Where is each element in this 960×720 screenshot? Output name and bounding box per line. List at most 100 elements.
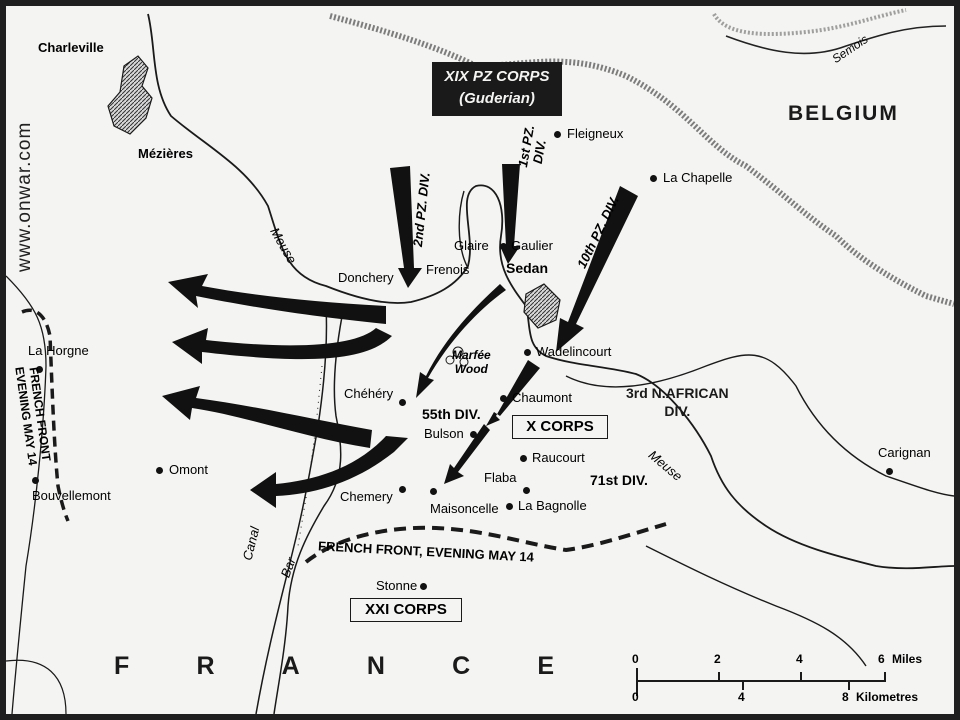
town-dot bbox=[524, 349, 531, 356]
african-div-line2: DIV. bbox=[664, 403, 691, 419]
x-corps-label: X CORPS bbox=[526, 418, 594, 435]
town-la-bagnolle-name: La Bagnolle bbox=[518, 498, 587, 513]
town-chehery-name: Chéhéry bbox=[344, 386, 394, 401]
town-la-horgne: La Horgne bbox=[28, 342, 89, 378]
town-dot bbox=[156, 467, 163, 474]
arrow-west-2 bbox=[172, 328, 392, 364]
town-bouvellemont: Bouvellemont bbox=[32, 472, 111, 504]
town-sedan: Sedan bbox=[506, 260, 549, 276]
south-border-line bbox=[6, 659, 67, 714]
xix-pz-corps-commander: (Guderian) bbox=[459, 90, 535, 107]
xxi-corps-label: XXI CORPS bbox=[365, 601, 447, 618]
watermark: www.onwar.com bbox=[14, 121, 35, 272]
arrow-1st-pz-div bbox=[500, 164, 520, 264]
town-dot bbox=[554, 131, 561, 138]
african-div-label: 3rd N.AFRICAN DIV. bbox=[626, 384, 729, 420]
town-chaumont-name: Chaumont bbox=[512, 390, 572, 405]
arrow-maisoncelle-thin bbox=[444, 424, 490, 484]
railway bbox=[297, 365, 323, 547]
x-corps-box: X CORPS bbox=[512, 415, 608, 439]
scale-line bbox=[636, 680, 886, 682]
scale-tick bbox=[884, 672, 886, 680]
km-tick-label: 0 bbox=[632, 690, 639, 704]
miles-unit: Miles bbox=[892, 652, 923, 666]
town-stonne-name: Stonne bbox=[376, 578, 418, 593]
town-la-chapelle-name: La Chapelle bbox=[663, 170, 733, 185]
km-unit: Kilometres bbox=[856, 690, 919, 704]
france-letter: A bbox=[281, 652, 300, 680]
sedan-battle-map bbox=[6, 8, 954, 714]
km-scale: 0 4 8 Kilometres bbox=[630, 690, 950, 710]
town-raucourt: Raucourt bbox=[520, 450, 585, 465]
river-meuse-south: Meuse bbox=[645, 447, 686, 484]
arrow-10th-pz-div bbox=[556, 186, 638, 352]
miles-scale: 0 2 4 6 Miles bbox=[630, 652, 950, 672]
town-carignan-name: Carignan bbox=[878, 445, 931, 460]
town-glaire: Glaire bbox=[454, 238, 489, 253]
town-marfee: Marfée Wood bbox=[452, 348, 491, 376]
scale-tick bbox=[742, 682, 744, 690]
xix-pz-corps-label: XIX PZ CORPS bbox=[444, 68, 550, 85]
town-flaba-name: Flaba bbox=[484, 470, 517, 485]
scale-bar: 0 2 4 6 Miles 0 4 8 Kilometres bbox=[630, 652, 950, 712]
eastern-river bbox=[565, 354, 954, 497]
town-wadelincourt: Wadelincourt bbox=[524, 344, 611, 359]
belgium-border bbox=[329, 13, 954, 307]
town-la-bagnolle: La Bagnolle bbox=[506, 498, 587, 513]
miles-tick-label: 6 bbox=[878, 652, 885, 666]
african-div-line1: 3rd N.AFRICAN bbox=[626, 385, 729, 401]
france-letter: N bbox=[366, 652, 385, 680]
france-label: F R A N C E bbox=[114, 652, 554, 681]
town-dot bbox=[522, 487, 530, 494]
sedan-urban bbox=[523, 283, 561, 329]
town-carignan: Carignan bbox=[878, 444, 931, 480]
south-front-label: FRENCH FRONT, EVENING MAY 14 bbox=[317, 538, 535, 565]
town-chemery: Chemery bbox=[340, 486, 406, 504]
river-bar: Bar bbox=[277, 555, 299, 580]
town-fleigneux-name: Fleigneux bbox=[567, 126, 624, 141]
town-maisoncelle-name: Maisoncelle bbox=[430, 501, 499, 516]
river-meuse-north: Meuse bbox=[267, 224, 300, 267]
xxi-corps-box: XXI CORPS bbox=[350, 598, 462, 622]
pz1-label: 1st PZ. DIV. bbox=[515, 124, 551, 171]
arrow-2nd-pz-div bbox=[390, 166, 422, 288]
south-french-front bbox=[304, 522, 667, 564]
marfee-line1: Marfée bbox=[452, 348, 491, 362]
town-la-horgne-name: La Horgne bbox=[28, 343, 89, 358]
arrow-west-4 bbox=[250, 436, 408, 508]
west-french-front bbox=[21, 308, 70, 522]
town-la-chapelle: La Chapelle bbox=[650, 170, 732, 185]
town-raucourt-name: Raucourt bbox=[532, 450, 585, 465]
town-donchery: Donchery bbox=[338, 270, 394, 285]
town-bulson-name: Bulson bbox=[424, 426, 464, 441]
town-dot bbox=[500, 395, 507, 402]
miles-tick-label: 4 bbox=[796, 652, 803, 666]
km-tick-label: 4 bbox=[738, 690, 745, 704]
pz10-label: 10th PZ. DIV. bbox=[574, 193, 622, 271]
france-letter: R bbox=[196, 652, 215, 680]
france-letter: E bbox=[537, 652, 554, 680]
town-dot bbox=[469, 431, 477, 438]
town-dot bbox=[399, 399, 407, 406]
town-dot bbox=[430, 488, 437, 495]
scale-tick bbox=[718, 672, 720, 680]
town-stonne: Stonne bbox=[376, 578, 428, 593]
xix-pz-corps-box: XIX PZ CORPS (Guderian) bbox=[432, 62, 562, 116]
town-dot bbox=[506, 503, 513, 510]
miles-tick-label: 0 bbox=[632, 652, 639, 666]
southern-river bbox=[645, 545, 867, 667]
france-letter: F bbox=[114, 652, 130, 680]
town-dot bbox=[420, 583, 428, 590]
arrow-frenois-thin bbox=[416, 284, 506, 398]
town-dot bbox=[398, 486, 406, 493]
west-front-label: FRENCH FRONT EVENING MAY 14 bbox=[12, 364, 54, 466]
belgium-border-north bbox=[712, 8, 907, 37]
miles-tick-label: 2 bbox=[714, 652, 721, 666]
town-bouvellemont-name: Bouvellemont bbox=[32, 488, 111, 503]
town-flaba: Flaba bbox=[484, 470, 530, 494]
canal bbox=[255, 305, 328, 714]
belgium-label: BELGIUM bbox=[788, 102, 899, 125]
town-dot bbox=[500, 243, 507, 250]
bar-river bbox=[273, 305, 345, 714]
town-dot bbox=[650, 175, 657, 182]
